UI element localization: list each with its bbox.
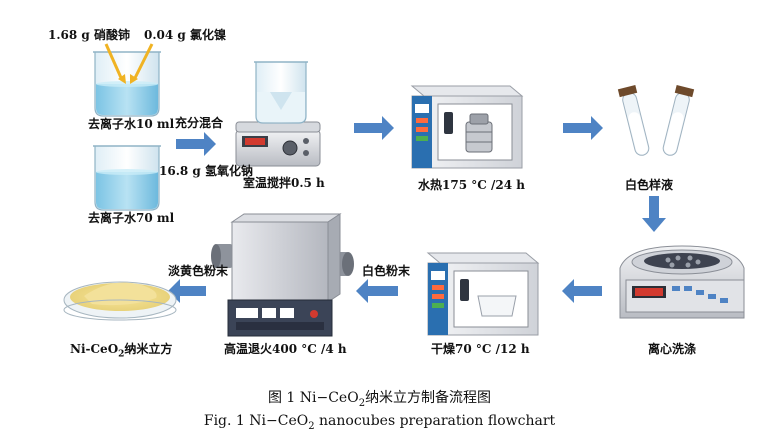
- magnetic-stirrer-icon: [235, 61, 321, 167]
- water-10ml-label: 去离子水10 ml: [88, 117, 175, 131]
- arrow-to-stirrer: [176, 132, 216, 156]
- white-liquid-label: 白色样液: [625, 178, 674, 192]
- figure-caption-zh: 图 1 Ni−CeO2纳米立方制备流程图: [267, 390, 492, 409]
- anneal-label: 高温退火400 °C /4 h: [224, 342, 347, 356]
- beaker-small-icon: [93, 51, 161, 117]
- arrow-to-furnace: [356, 279, 398, 303]
- water-70ml-label: 去离子水70 ml: [88, 211, 175, 225]
- nickel-chloride-label: 0.04 g 氯化镍: [144, 28, 226, 42]
- drying-oven-icon: [426, 252, 540, 336]
- petri-dish-icon: [63, 281, 177, 321]
- stir-label: 室温搅拌0.5 h: [243, 176, 325, 190]
- arrow-to-test-tubes: [563, 116, 603, 140]
- hydrothermal-oven-icon: [410, 85, 524, 169]
- figure-caption-en: Fig. 1 Ni−CeO2 nanocubes preparation flo…: [203, 413, 556, 432]
- beaker-large-icon: [93, 145, 161, 211]
- arrow-to-dryer: [562, 279, 602, 303]
- arrow-to-product: [168, 279, 206, 303]
- tube-furnace-icon: [211, 213, 354, 337]
- dry-label: 干燥70 °C /12 h: [431, 342, 530, 356]
- centrifuge-label: 离心洗涤: [648, 342, 697, 356]
- white-powder-label: 白色粉末: [362, 264, 411, 278]
- mix-label: 充分混合: [175, 116, 224, 130]
- reagent-arrows: [104, 43, 154, 84]
- cerium-nitrate-label: 1.68 g 硝酸铈: [48, 28, 130, 42]
- test-tubes-icon: [617, 84, 695, 156]
- sodium-hydroxide-label: 16.8 g 氢氧化钠: [159, 164, 253, 178]
- arrow-to-centrifuge: [642, 196, 666, 232]
- arrow-to-hydrothermal: [354, 116, 394, 140]
- yellow-powder-label: 淡黄色粉末: [168, 264, 229, 278]
- centrifuge-icon: [619, 245, 745, 319]
- hydrothermal-label: 水热175 °C /24 h: [418, 178, 525, 192]
- product-label: Ni-CeO2纳米立方: [70, 342, 173, 360]
